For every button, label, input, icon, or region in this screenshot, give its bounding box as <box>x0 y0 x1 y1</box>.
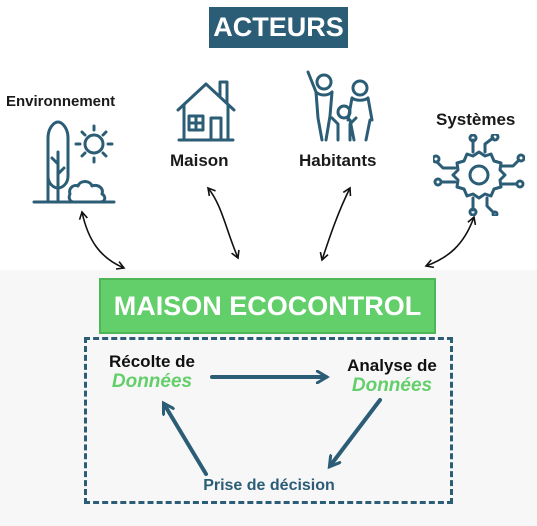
step-collect-line1: Récolte de <box>109 352 195 371</box>
arrow-analysis-to-decision <box>330 398 382 466</box>
actors-title: ACTEURS <box>209 7 348 48</box>
arrow-inhabitants <box>319 186 352 262</box>
actor-label-house: Maison <box>170 151 229 170</box>
cycle-frame <box>84 337 453 504</box>
actor-label-systems: Systèmes <box>436 110 516 129</box>
actor-label-inhabitants: Habitants <box>299 151 377 170</box>
tree-sun-icon <box>32 120 116 204</box>
arrow-environment <box>78 210 126 270</box>
step-collect-line2: Données <box>111 371 193 392</box>
gear-circuit-icon <box>433 134 525 216</box>
arrow-systems <box>424 215 477 269</box>
step-collect: Récolte de Données <box>96 352 208 392</box>
family-icon <box>306 70 374 142</box>
arrow-decision-to-collect <box>164 404 208 476</box>
house-icon <box>176 80 236 142</box>
step-decision: Prise de décision <box>203 477 335 494</box>
actor-label-environment: Environnement <box>6 93 116 110</box>
step-analysis-line1: Analyse de <box>347 356 437 375</box>
step-analysis-line2: Données <box>351 375 433 396</box>
main-box-maison-ecocontrol: MAISON ECOCONTROL <box>99 278 436 334</box>
step-analysis: Analyse de Données <box>334 356 450 396</box>
arrow-house <box>206 186 240 260</box>
